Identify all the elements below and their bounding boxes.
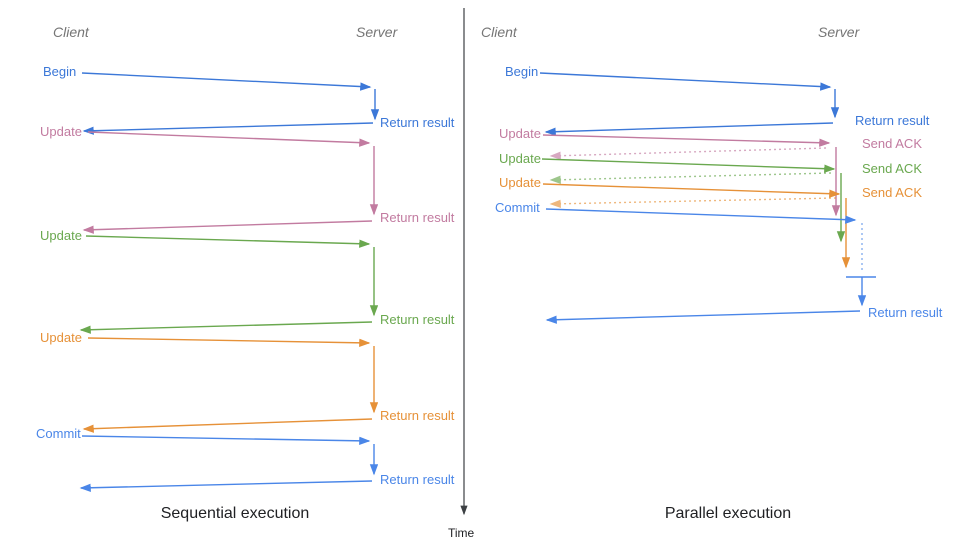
response-line [79, 480, 373, 492]
ack-line [549, 172, 832, 184]
message-update-2: Update Return result [40, 228, 455, 334]
request-line [542, 134, 831, 147]
message-label: Update [40, 124, 82, 139]
client-header: Client [481, 24, 518, 40]
sequential-diagram: Client Server Begin Return result Update… [36, 24, 455, 522]
request-line [542, 183, 841, 198]
response-line [544, 122, 834, 136]
message-label: Update [499, 151, 541, 166]
request-line [541, 158, 836, 173]
client-header: Client [53, 24, 90, 40]
message-update-1: Update Send ACK [499, 126, 922, 217]
message-label: Commit [495, 200, 540, 215]
message-label: Update [40, 228, 82, 243]
response-label: Return result [868, 305, 943, 320]
response-label: Send ACK [862, 136, 922, 151]
response-label: Return result [380, 472, 455, 487]
response-label: Return result [380, 312, 455, 327]
ack-line [549, 147, 827, 160]
message-update-3: Update Send ACK [499, 175, 922, 269]
request-line [87, 131, 371, 147]
message-update-2: Update Send ACK [499, 151, 922, 243]
message-label: Update [499, 175, 541, 190]
message-label: Begin [505, 64, 538, 79]
request-line [545, 208, 857, 224]
server-header: Server [818, 24, 861, 40]
time-axis: Time [448, 8, 475, 540]
response-line [82, 220, 373, 234]
message-update-3: Update Return result [40, 330, 455, 433]
response-line [82, 418, 373, 433]
response-line [82, 122, 374, 135]
diagram-caption: Parallel execution [665, 505, 791, 522]
response-label: Return result [380, 408, 455, 423]
response-line [545, 310, 861, 324]
time-axis-label: Time [448, 526, 475, 540]
request-line [85, 235, 371, 248]
message-label: Commit [36, 426, 81, 441]
parallel-diagram: Client Server Begin Return result Update… [481, 24, 943, 522]
message-label: Update [40, 330, 82, 345]
ack-line [549, 197, 837, 208]
response-label: Return result [380, 115, 455, 130]
message-update-1: Update Return result [40, 124, 455, 234]
response-label: Return result [380, 210, 455, 225]
response-label: Return result [855, 113, 930, 128]
response-label: Send ACK [862, 185, 922, 200]
server-header: Server [356, 24, 399, 40]
response-line [79, 321, 373, 334]
message-label: Begin [43, 64, 76, 79]
message-begin: Begin Return result [43, 64, 455, 135]
message-commit: Commit Return result [495, 200, 943, 324]
message-label: Update [499, 126, 541, 141]
request-line [81, 435, 371, 446]
message-begin: Begin Return result [505, 64, 930, 136]
diagram-caption: Sequential execution [161, 505, 310, 522]
message-commit: Commit Return result [36, 426, 455, 492]
request-line [539, 72, 832, 91]
request-line [87, 337, 371, 348]
request-line [81, 72, 372, 91]
response-label: Send ACK [862, 161, 922, 176]
